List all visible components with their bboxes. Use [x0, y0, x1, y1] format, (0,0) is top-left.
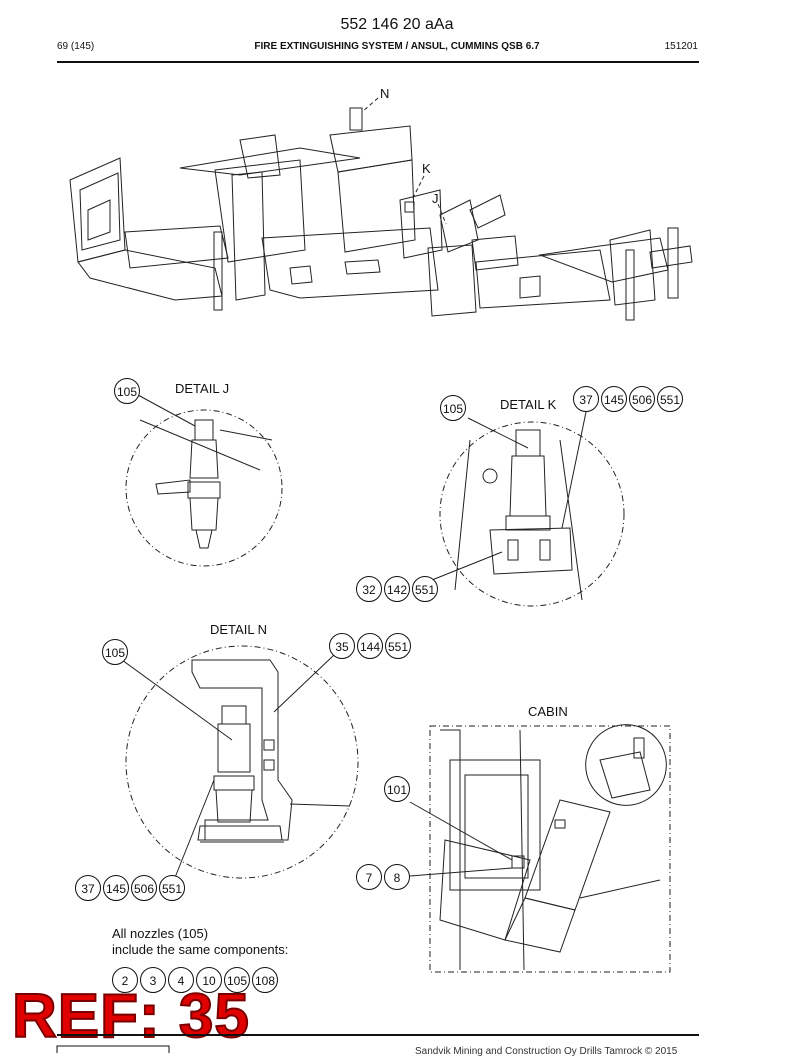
callout-k-32: 32: [356, 576, 382, 602]
detail-j-drawing: [125, 394, 283, 567]
callout-cabin-101: 101: [384, 776, 410, 802]
callout-n-145: 145: [103, 875, 129, 901]
component-4: 4: [168, 967, 194, 993]
detail-k-label: DETAIL K: [500, 397, 557, 412]
callout-n-35: 35: [329, 633, 355, 659]
cabin-drawing: [409, 724, 671, 973]
callout-k-551b: 551: [412, 576, 438, 602]
marker-k: K: [422, 161, 431, 176]
callout-n-37: 37: [75, 875, 101, 901]
callout-k-37: 37: [573, 386, 599, 412]
detail-n-drawing: [121, 645, 359, 881]
callout-k-506: 506: [629, 386, 655, 412]
footer-copyright: Sandvik Mining and Construction Oy Drill…: [415, 1046, 678, 1057]
ref-stamp: REF: 35: [11, 982, 250, 1051]
callout-cabin-7: 7: [356, 864, 382, 890]
component-2: 2: [112, 967, 138, 993]
callout-cabin-8: 8: [384, 864, 410, 890]
callout-n-144: 144: [357, 633, 383, 659]
marker-j: J: [432, 191, 439, 206]
callout-n-105: 105: [102, 639, 128, 665]
overview-leader-lines: [361, 97, 447, 225]
component-3: 3: [140, 967, 166, 993]
marker-n: N: [380, 86, 390, 101]
machine-overview-drawing: [69, 107, 693, 321]
callout-k-551: 551: [657, 386, 683, 412]
note-line-2: include the same components:: [112, 942, 289, 957]
detail-j-label: DETAIL J: [175, 381, 230, 396]
cabin-label: CABIN: [528, 704, 568, 719]
bottom-logo-box: [56, 1045, 170, 1053]
header-rule: [57, 61, 699, 63]
note-line-1: All nozzles (105): [112, 926, 209, 941]
callout-n-551: 551: [385, 633, 411, 659]
callout-j-105: 105: [114, 378, 140, 404]
document-title: 552 146 20 aAa: [340, 16, 454, 33]
component-108: 108: [252, 967, 278, 993]
component-105: 105: [224, 967, 250, 993]
callout-k-142: 142: [384, 576, 410, 602]
callout-n-506: 506: [131, 875, 157, 901]
section-title: FIRE EXTINGUISHING SYSTEM / ANSUL, CUMMI…: [254, 41, 540, 52]
callout-k-105: 105: [440, 395, 466, 421]
callout-n-551b: 551: [159, 875, 185, 901]
document-date: 151201: [664, 41, 698, 52]
callout-k-145: 145: [601, 386, 627, 412]
component-10: 10: [196, 967, 222, 993]
detail-n-label: DETAIL N: [210, 622, 268, 637]
footer-rule: [57, 1034, 699, 1036]
page-number: 69 (145): [57, 41, 95, 52]
detail-k-drawing: [431, 411, 625, 607]
